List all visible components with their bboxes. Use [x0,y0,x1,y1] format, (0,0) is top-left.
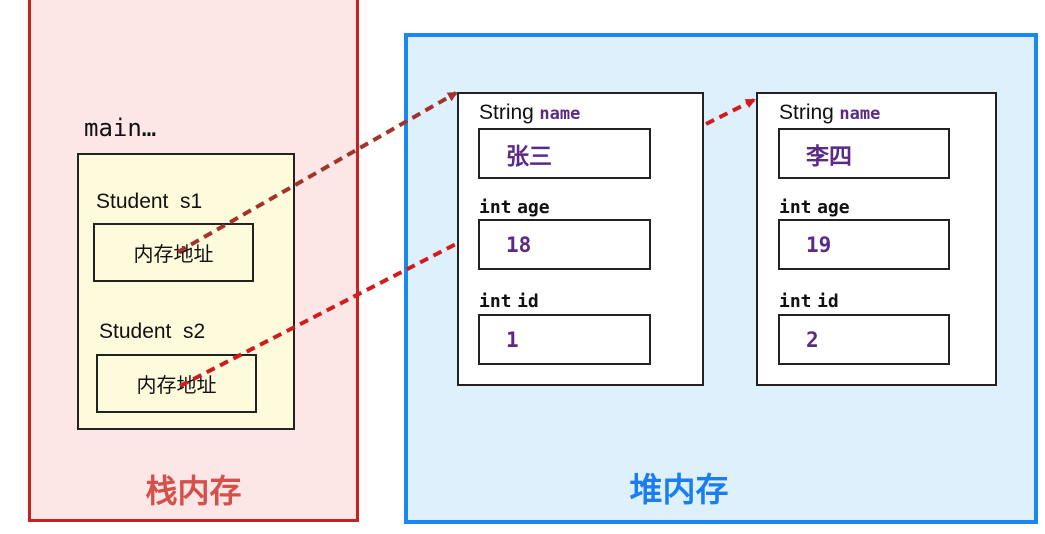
arrow-s2-to-object-2 [179,241,459,388]
obj1-name-value-box: 张三 [478,128,651,179]
var-s1-address-box: 内存地址 [93,223,254,282]
obj2-name-value: 李四 [806,143,852,170]
obj1-id-value-box: 1 [478,314,651,365]
var-s2-address-text: 内存地址 [136,375,217,397]
obj2-age-label: int age [779,197,850,218]
obj2-name-label: String name [779,101,881,124]
obj1-id-value: 1 [506,327,519,352]
obj2-age-value: 19 [806,232,832,257]
obj2-id-value: 2 [806,327,819,352]
obj1-age-value-box: 18 [478,219,651,270]
arrow-s2-to-object-2-continued [705,98,756,126]
obj2-id-label: int id [779,291,839,312]
obj2-id-value-box: 2 [778,314,950,365]
stack-memory-title: 栈内存 [145,473,242,509]
obj2-age-value-box: 19 [778,219,950,270]
var-s1-address-text: 内存地址 [133,244,214,266]
heap-memory-title: 堆内存 [629,471,729,508]
obj2-name-value-box: 李四 [778,128,950,179]
obj1-id-label: int id [479,291,539,312]
obj1-name-value: 张三 [506,143,552,170]
obj1-age-label: int age [479,197,550,218]
obj1-name-label: String name [479,101,581,124]
obj1-age-value: 18 [506,232,532,257]
arrow-s1-to-object-1 [177,91,458,254]
var-s1-label: Student s1 [96,190,203,213]
var-s2-address-box: 内存地址 [96,354,257,413]
var-s2-label: Student s2 [99,320,206,343]
main-method-label: main… [84,114,157,142]
